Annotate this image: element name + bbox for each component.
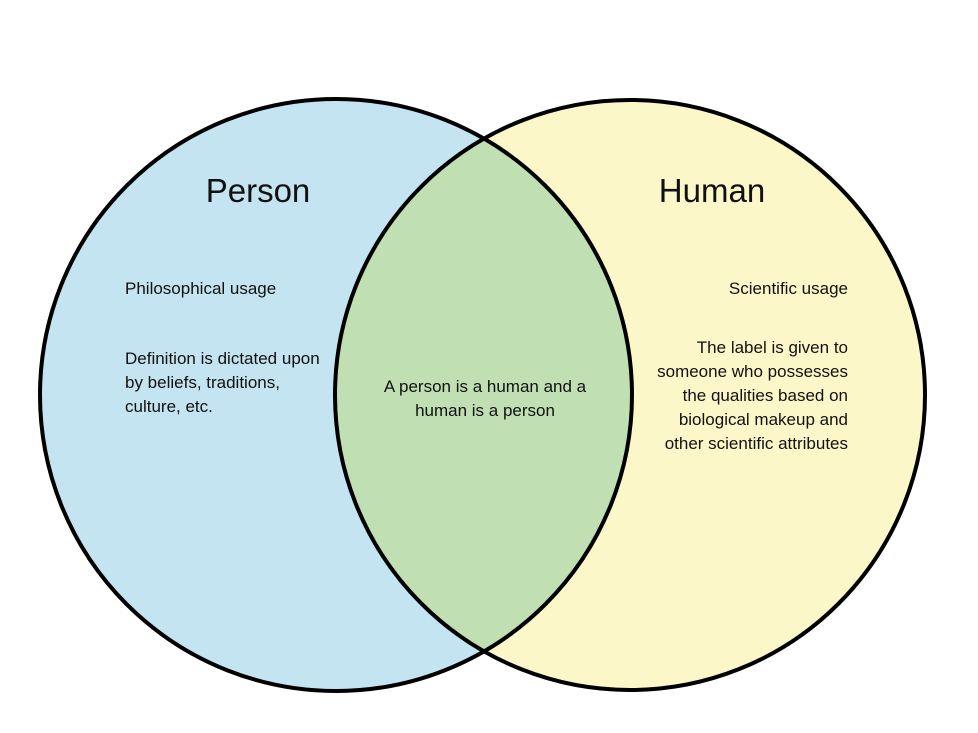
right-set-title: Human (658, 172, 766, 209)
left-set-title: Person (205, 172, 311, 209)
left-set-body-text: Definition is dictated upon by beliefs, … (125, 349, 320, 416)
left-set-subtitle: Philosophical usage (125, 279, 277, 298)
right-set-outline (333, 98, 927, 692)
right-set-body-text: The label is given to someone who posses… (657, 338, 848, 453)
intersection-body-text: A person is a human and a human is a per… (383, 377, 587, 420)
right-set-subtitle: Scientific usage (728, 279, 848, 298)
left-set-outline (38, 97, 634, 693)
